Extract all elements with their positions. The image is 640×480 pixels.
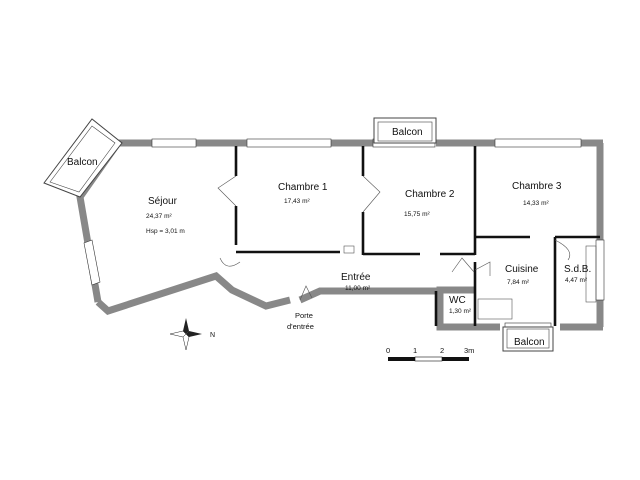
room-name: S.d.B. bbox=[564, 264, 591, 275]
room-name: Entrée bbox=[341, 272, 371, 283]
balcony-bottom: Balcon bbox=[502, 326, 554, 352]
window-sejour bbox=[83, 239, 101, 286]
scale-label-2: 2 bbox=[440, 346, 444, 355]
room-chambre-1: Chambre 1 17,43 m² bbox=[278, 182, 328, 205]
room-area: 1,30 m² bbox=[449, 308, 472, 315]
fixtures bbox=[343, 245, 597, 320]
room-chambre-3: Chambre 3 14,33 m² bbox=[512, 181, 562, 207]
windows bbox=[151, 138, 605, 332]
exterior-walls bbox=[76, 139, 604, 331]
room-area: 17,43 m² bbox=[284, 198, 310, 205]
door-swings bbox=[217, 175, 571, 301]
scale-bar: 0 1 2 3m bbox=[386, 346, 474, 362]
room-name: WC bbox=[449, 295, 466, 306]
room-area: 7,84 m² bbox=[507, 279, 530, 286]
scale-label-3: 3m bbox=[464, 346, 474, 355]
room-chambre-2: Chambre 2 15,75 m² bbox=[404, 189, 455, 218]
entrance-label: Porte d'entrée bbox=[287, 311, 314, 331]
entrance-line-2: d'entrée bbox=[287, 322, 314, 331]
room-area: 11,00 m² bbox=[345, 285, 371, 292]
room-name: Cuisine bbox=[505, 264, 539, 275]
room-name: Chambre 2 bbox=[405, 189, 455, 200]
compass-arrow-icon bbox=[183, 318, 189, 334]
room-sejour: Séjour 24,37 m² Hsp = 3,01 m bbox=[146, 196, 185, 235]
room-name: Séjour bbox=[148, 196, 178, 207]
balcony-left-label: Balcon bbox=[67, 157, 98, 168]
balcony-top-label: Balcon bbox=[392, 127, 423, 138]
partitions bbox=[234, 146, 600, 326]
balcony-bottom-label: Balcon bbox=[514, 337, 545, 348]
room-area: 4,47 m² bbox=[565, 277, 588, 284]
compass-north-label: N bbox=[210, 332, 215, 339]
room-sdb: S.d.B. 4,47 m² bbox=[564, 264, 591, 284]
room-cuisine: Cuisine 7,84 m² bbox=[505, 264, 539, 286]
room-name: Chambre 1 bbox=[278, 182, 328, 193]
scale-label-1: 1 bbox=[413, 346, 417, 355]
scale-label-0: 0 bbox=[386, 346, 390, 355]
balcony-left: Balcon bbox=[43, 118, 123, 198]
room-height: Hsp = 3,01 m bbox=[146, 228, 185, 235]
room-area: 24,37 m² bbox=[146, 213, 172, 220]
balcony-top: Balcon bbox=[373, 117, 437, 144]
room-area: 14,33 m² bbox=[523, 200, 549, 207]
compass-rose: N bbox=[169, 318, 215, 351]
room-area: 15,75 m² bbox=[404, 211, 430, 218]
room-wc: WC 1,30 m² bbox=[449, 295, 472, 315]
room-name: Chambre 3 bbox=[512, 181, 562, 192]
room-entree: Entrée 11,00 m² bbox=[341, 272, 371, 292]
entrance-line-1: Porte bbox=[295, 311, 313, 320]
